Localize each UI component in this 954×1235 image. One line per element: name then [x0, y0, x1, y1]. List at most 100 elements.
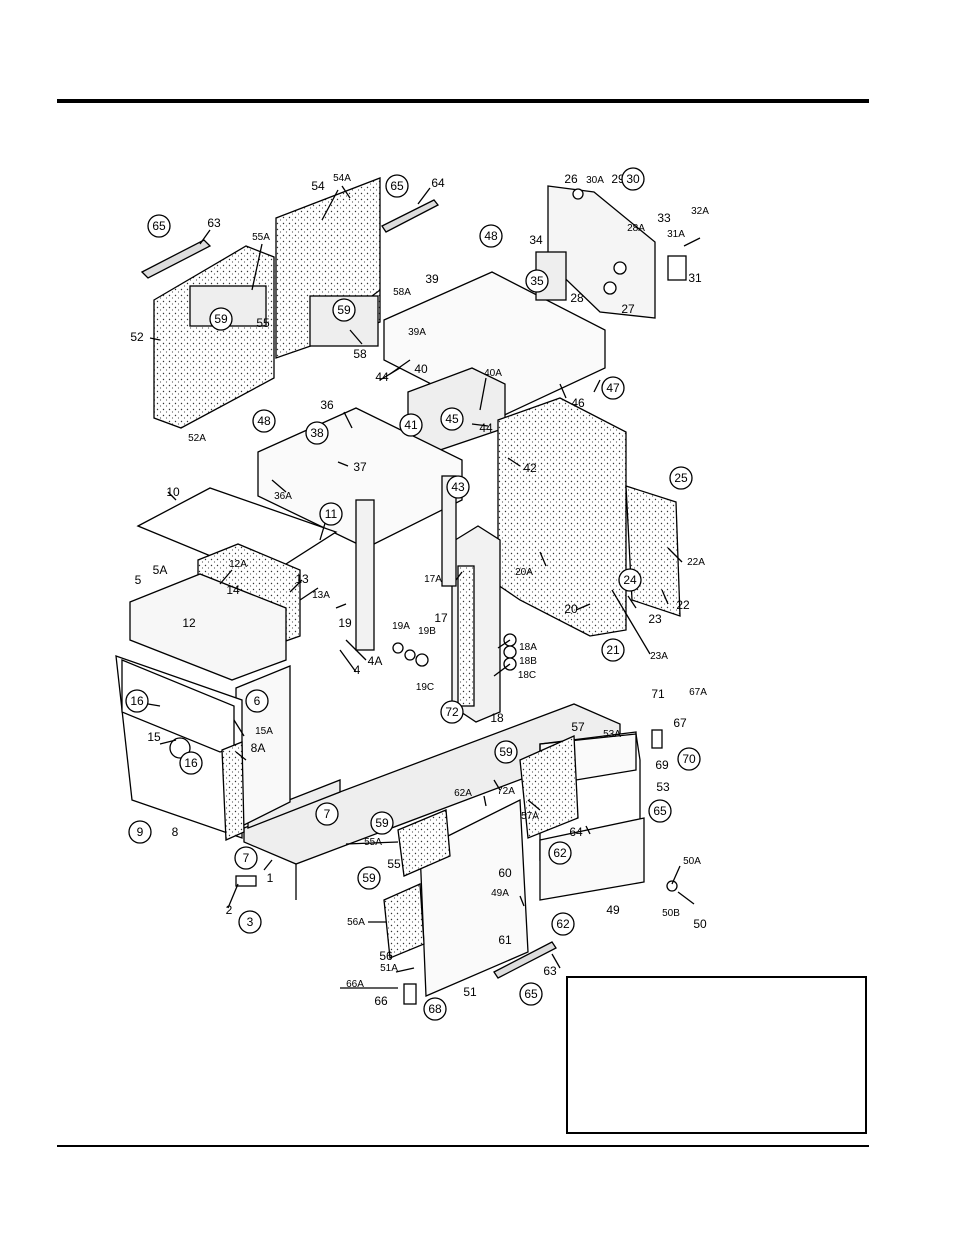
callout-c32A: 32A [691, 206, 709, 217]
part-outlines [115, 177, 701, 1005]
callout-text: 53A [603, 729, 621, 740]
callout-c49: 49 [606, 903, 620, 917]
callout-text: 17A [424, 574, 442, 585]
rail-63 [140, 239, 212, 279]
callout-circle [319, 502, 343, 526]
callout-text: 48 [257, 414, 271, 428]
callout-c22A: 22A [687, 557, 705, 568]
callout-c59c: 59 [494, 740, 518, 764]
callout-text: 64 [431, 176, 445, 190]
callout-c48a: 48 [479, 224, 503, 248]
callout-c5: 5 [135, 573, 142, 587]
callout-c22: 22 [676, 598, 690, 612]
frame-56 [383, 883, 425, 959]
insulation-17A [457, 565, 475, 707]
callout-text: 65 [390, 179, 404, 193]
callout-c1: 1 [267, 871, 274, 885]
callout-text: 62 [553, 846, 567, 860]
callout-c59d: 59 [370, 811, 394, 835]
callout-c24: 24 [618, 568, 642, 592]
callout-c57: 57 [571, 720, 585, 734]
callout-text: 49A [491, 888, 509, 899]
callout-circle [494, 740, 518, 764]
callout-c12: 12 [182, 616, 196, 630]
callout-c11: 11 [319, 502, 343, 526]
callout-text: 31A [667, 229, 685, 240]
callout-text: 50A [683, 856, 701, 867]
callout-text: 66 [374, 994, 388, 1008]
callout-c18C: 18C [518, 670, 536, 681]
callout-text: 56 [379, 949, 393, 963]
callout-c25: 25 [669, 466, 693, 490]
callout-circle [525, 269, 549, 293]
callout-text: 59 [499, 745, 513, 759]
callout-c66A: 66A [346, 979, 364, 990]
callout-c21: 21 [601, 638, 625, 662]
callout-text: 38 [310, 426, 324, 440]
callout-c19C: 19C [416, 682, 434, 693]
callout-c30A: 30A [586, 175, 604, 186]
callout-circle [548, 841, 572, 865]
callout-c19: 19 [338, 616, 352, 630]
callout-c68: 68 [423, 997, 447, 1021]
header-rule [57, 99, 869, 103]
callout-text: 68 [428, 1002, 442, 1016]
callout-c51: 51 [463, 985, 477, 999]
callout-c18A: 18A [519, 642, 537, 653]
callout-c56: 56 [379, 949, 393, 963]
callout-text: 59 [214, 312, 228, 326]
callout-text: 59 [337, 303, 351, 317]
callout-text: 65 [653, 804, 667, 818]
callout-text: 36A [274, 491, 292, 502]
callout-text: 5 [135, 573, 142, 587]
callout-text: 60 [498, 866, 512, 880]
callout-text: 31 [688, 271, 702, 285]
callout-c4A: 4A [368, 654, 383, 668]
callout-c57A: 57A [521, 811, 539, 822]
callout-text: 7 [243, 851, 250, 865]
cover-36 [257, 407, 463, 549]
callout-c31A: 31A [667, 229, 685, 240]
callout-text: 16 [184, 756, 198, 770]
callout-c65d: 65 [519, 982, 543, 1006]
callout-c40A: 40A [484, 368, 502, 379]
callout-text: 7 [324, 807, 331, 821]
callout-text: 32A [691, 206, 709, 217]
callout-text: 16 [130, 694, 144, 708]
callout-circle [357, 866, 381, 890]
callout-text: 19C [416, 682, 434, 693]
callout-c47: 47 [601, 376, 625, 400]
callout-circle [315, 802, 339, 826]
callout-c65a: 65 [385, 174, 409, 198]
callout-c15: 15 [147, 730, 161, 744]
callout-c38: 38 [305, 421, 329, 445]
callout-c3: 3 [238, 910, 262, 934]
callout-text: 57A [521, 811, 539, 822]
gasket-8A [221, 741, 245, 841]
callout-c16b: 16 [179, 751, 203, 775]
callout-c48b: 48 [252, 409, 276, 433]
callout-text: 67A [689, 687, 707, 698]
callout-c7b: 7 [234, 846, 258, 870]
callout-text: 12 [182, 616, 196, 630]
callout-text: 4 [354, 663, 361, 677]
callout-c51A: 51A [380, 963, 398, 974]
callout-text: 29 [611, 172, 625, 186]
callout-text: 50B [662, 908, 680, 919]
callout-c34: 34 [529, 233, 543, 247]
callout-c42: 42 [523, 461, 537, 475]
callout-text: 26 [564, 172, 578, 186]
callout-c50: 50 [693, 917, 707, 931]
callout-text: 47 [606, 381, 620, 395]
callout-c30: 30 [621, 167, 645, 191]
callout-text: 59 [375, 816, 389, 830]
callout-c69: 69 [655, 758, 669, 772]
callout-text: 36 [320, 398, 334, 412]
footer-rule [57, 1145, 869, 1147]
callout-c6: 6 [245, 689, 269, 713]
callout-text: 27 [621, 302, 635, 316]
callout-text: 51A [380, 963, 398, 974]
callout-c39A: 39A [408, 327, 426, 338]
